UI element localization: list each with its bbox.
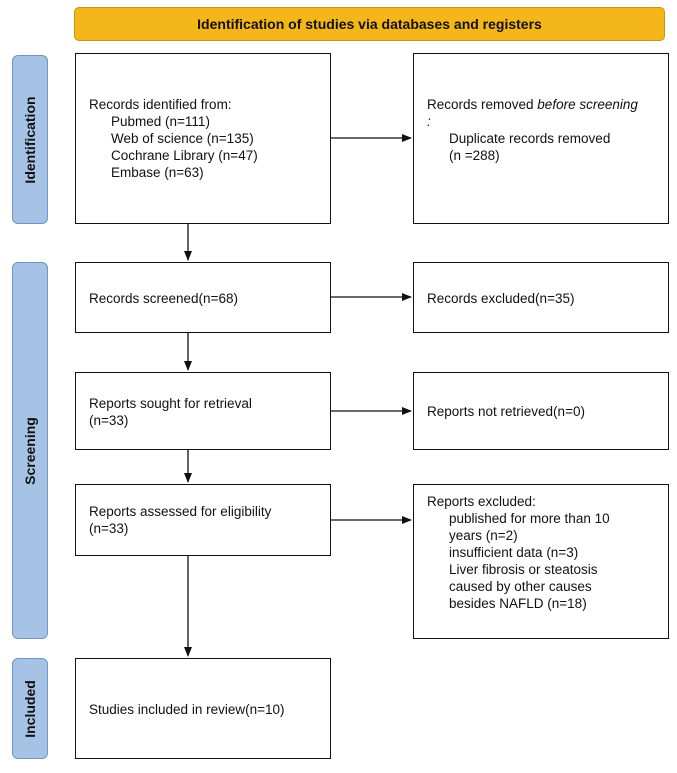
phase-screening: Screening [12, 262, 48, 639]
reports-sought-line1: Reports sought for retrieval [89, 396, 252, 411]
header-title: Identification of studies via databases … [197, 16, 542, 32]
records-excluded-text: Records excluded(n=35) [427, 291, 575, 306]
source-pubmed: Pubmed (n=111) [111, 114, 210, 129]
identified-heading: Records identified from: [89, 97, 232, 112]
studies-included-box: Studies included in review(n=10) [75, 658, 331, 759]
reports-excluded-box: Reports excluded: published for more tha… [413, 484, 669, 639]
exclusion-reason: insufficient data (n=3) [449, 545, 579, 560]
phase-included: Included [12, 658, 48, 759]
reports-not-retrieved-box: Reports not retrieved(n=0) [413, 372, 669, 450]
exclusion-reason: years (n=2) [449, 528, 518, 543]
records-excluded-box: Records excluded(n=35) [413, 262, 669, 333]
duplicates-removed-count: (n =288) [449, 148, 500, 163]
reports-assessed-box: Reports assessed for eligibility (n=33) [75, 484, 331, 556]
studies-included-text: Studies included in review(n=10) [89, 702, 285, 717]
records-screened-text: Records screened(n=68) [89, 291, 238, 306]
removed-heading: Records removed before screening [427, 97, 638, 112]
reports-sought-box: Reports sought for retrieval (n=33) [75, 372, 331, 450]
records-identified-box: Records identified from: Pubmed (n=111) … [75, 53, 331, 224]
reports-sought-line2: (n=33) [89, 413, 129, 428]
exclusion-reason: published for more than 10 [449, 511, 610, 526]
duplicates-removed-label: Duplicate records removed [449, 131, 611, 146]
reports-assessed-line1: Reports assessed for eligibility [89, 504, 272, 519]
exclusion-reason: caused by other causes [449, 579, 592, 594]
removed-heading-colon: : [427, 114, 431, 129]
records-removed-box: Records removed before screening : Dupli… [413, 53, 669, 224]
header-banner: Identification of studies via databases … [74, 7, 665, 41]
reports-assessed-line2: (n=33) [89, 521, 129, 536]
exclusion-reason: besides NAFLD (n=18) [449, 596, 587, 611]
source-embase: Embase (n=63) [111, 165, 204, 180]
phase-identification: Identification [12, 55, 48, 224]
source-cochrane: Cochrane Library (n=47) [111, 148, 258, 163]
reports-excluded-heading: Reports excluded: [427, 494, 536, 509]
reports-not-retrieved-text: Reports not retrieved(n=0) [427, 404, 585, 419]
records-screened-box: Records screened(n=68) [75, 262, 331, 333]
source-web-of-science: Web of science (n=135) [111, 131, 254, 146]
exclusion-reason: Liver fibrosis or steatosis [449, 562, 598, 577]
